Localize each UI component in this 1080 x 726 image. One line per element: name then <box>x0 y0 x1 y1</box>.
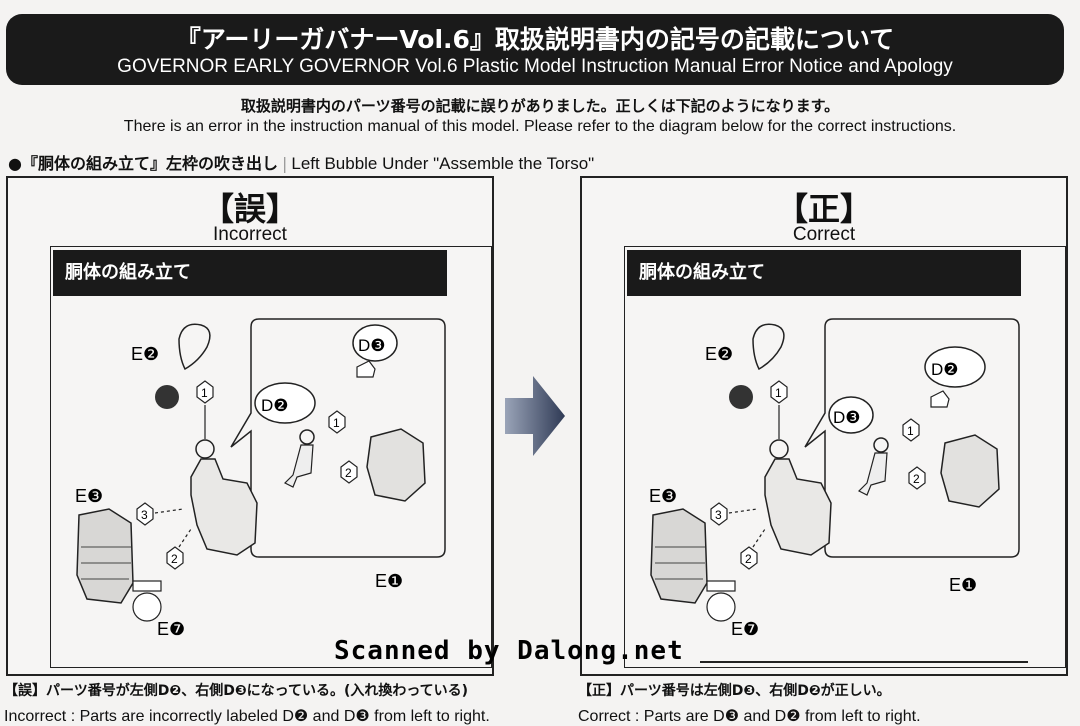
label-e3: E❸ <box>75 486 103 506</box>
step2-label: 2 <box>745 552 752 566</box>
torso-ball <box>195 439 215 459</box>
notice-jp: 取扱説明書内のパーツ番号の記載に誤りがありました。正しくは下記のようになります。 <box>240 97 840 115</box>
title-en: GOVERNOR EARLY GOVERNOR Vol.6 Plastic Mo… <box>117 56 953 77</box>
step2-hex <box>740 546 758 570</box>
section-heading: ●『胴体の組み立て』左枠の吹き出し|Left Bubble Under "Ass… <box>8 150 594 174</box>
step2-label: 2 <box>171 552 178 566</box>
correct-step-title: 胴体の組み立て <box>627 250 1021 296</box>
footer-correct-en: Correct : Parts are D❸ and D❷ from left … <box>578 708 921 725</box>
torso-ball <box>769 439 789 459</box>
label-e1: E❶ <box>949 575 977 595</box>
part-d-left <box>857 452 888 496</box>
title-jp: 『アーリーガバナーVol.6』取扱説明書内の記号の記載について <box>175 25 895 54</box>
callout-step1-label: 1 <box>907 424 914 438</box>
bubble-left-label: D❸ <box>833 408 861 427</box>
incorrect-title: 【誤】 <box>201 190 298 228</box>
label-e7: E❼ <box>731 619 759 639</box>
bubble-left-label: D❷ <box>261 396 289 415</box>
torso-part <box>764 458 832 556</box>
header-banner: 『アーリーガバナーVol.6』取扱説明書内の記号の記載について GOVERNOR… <box>6 14 1064 85</box>
section-jp: 『胴体の組み立て』左枠の吹き出し <box>21 154 278 173</box>
bullet-icon: ● <box>8 154 22 173</box>
part-e7-peg <box>706 580 736 592</box>
part-e7-bulb <box>706 592 736 622</box>
correct-title: 【正】 <box>775 190 872 228</box>
part-e7-bulb <box>132 592 162 622</box>
step3-hex <box>136 502 154 526</box>
part-e2-shape <box>178 323 211 371</box>
bubble-left-circle <box>254 382 316 424</box>
incorrect-step-frame: 胴体の組み立て E❷ 1 E❸ 3 2 <box>50 246 492 668</box>
correct-subtitle: Correct <box>792 224 856 245</box>
incorrect-step-title: 胴体の組み立て <box>53 250 447 296</box>
tag-icon <box>729 385 753 409</box>
divider <box>700 661 1028 663</box>
bubble-right-label: D❷ <box>931 360 959 379</box>
label-e2: E❷ <box>131 344 159 364</box>
footer-incorrect-jp: 【誤】パーツ番号が左側D❷、右側D❸になっている。(入れ換わっている) <box>4 683 469 699</box>
label-e2: E❷ <box>705 344 733 364</box>
section-en: Left Bubble Under "Assemble the Torso" <box>291 154 595 173</box>
part-e3-shape <box>650 508 708 604</box>
step1-label: 1 <box>775 386 782 400</box>
right-arrow-icon <box>505 376 565 456</box>
step1-hex <box>770 380 788 404</box>
footer-incorrect: 【誤】パーツ番号が左側D❷、右側D❸になっている。(入れ換わっている) Inco… <box>4 680 564 726</box>
step2-hex <box>166 546 184 570</box>
callout-bubble <box>230 318 446 558</box>
bubble-right-circle <box>352 324 398 362</box>
part-e1-shape <box>940 434 1000 508</box>
correct-step-frame: 胴体の組み立て E❷ 1 E❸ 3 2 E❼ D❷ <box>624 246 1066 668</box>
part-d-left <box>283 444 314 488</box>
tag-icon <box>155 385 179 409</box>
step1-label: 1 <box>201 386 208 400</box>
footer-incorrect-en: Incorrect : Parts are incorrectly labele… <box>4 708 490 725</box>
bubble-left-circle <box>828 396 874 434</box>
part-e2-shape <box>752 323 785 371</box>
callout-bubble <box>804 318 1020 558</box>
step1-hex <box>196 380 214 404</box>
torso-part <box>190 458 258 556</box>
callout-step2-label: 2 <box>345 466 352 480</box>
part-e1-shape <box>366 428 426 502</box>
notice-en: There is an error in the instruction man… <box>123 118 957 135</box>
part-e3-shape <box>76 508 134 604</box>
step3-label: 3 <box>141 508 148 522</box>
correct-assembly-diagram: E❷ 1 E❸ 3 2 E❼ D❷ D❸ <box>649 318 1020 639</box>
part-d-right <box>930 390 950 408</box>
correct-panel: 【正】 Correct 胴体の組み立て E❷ 1 E❸ 3 2 E❼ <box>580 176 1068 676</box>
label-e3: E❸ <box>649 486 677 506</box>
incorrect-panel: 【誤】 Incorrect 胴体の組み立て E❷ 1 E❸ 3 <box>6 176 494 676</box>
bubble-right-label: D❸ <box>358 336 386 355</box>
section-separator: | <box>281 154 288 173</box>
incorrect-subtitle: Incorrect <box>213 224 287 245</box>
label-e1: E❶ <box>375 571 403 591</box>
step3-hex <box>710 502 728 526</box>
scan-watermark: Scanned by Dalong.net <box>334 636 684 666</box>
footer-correct: 【正】パーツ番号は左側D❸、右側D❷が正しい。 Correct : Parts … <box>578 680 1078 726</box>
part-d-right <box>356 360 376 378</box>
footer-correct-jp: 【正】パーツ番号は左側D❸、右側D❷が正しい。 <box>578 683 891 699</box>
bubble-right-circle <box>924 346 986 388</box>
part-e7-peg <box>132 580 162 592</box>
label-e7: E❼ <box>157 619 185 639</box>
step3-label: 3 <box>715 508 722 522</box>
callout-step2-label: 2 <box>913 472 920 486</box>
callout-step1-label: 1 <box>333 416 340 430</box>
incorrect-assembly-diagram: E❷ 1 E❸ 3 2 E❼ D❸ <box>75 318 446 639</box>
